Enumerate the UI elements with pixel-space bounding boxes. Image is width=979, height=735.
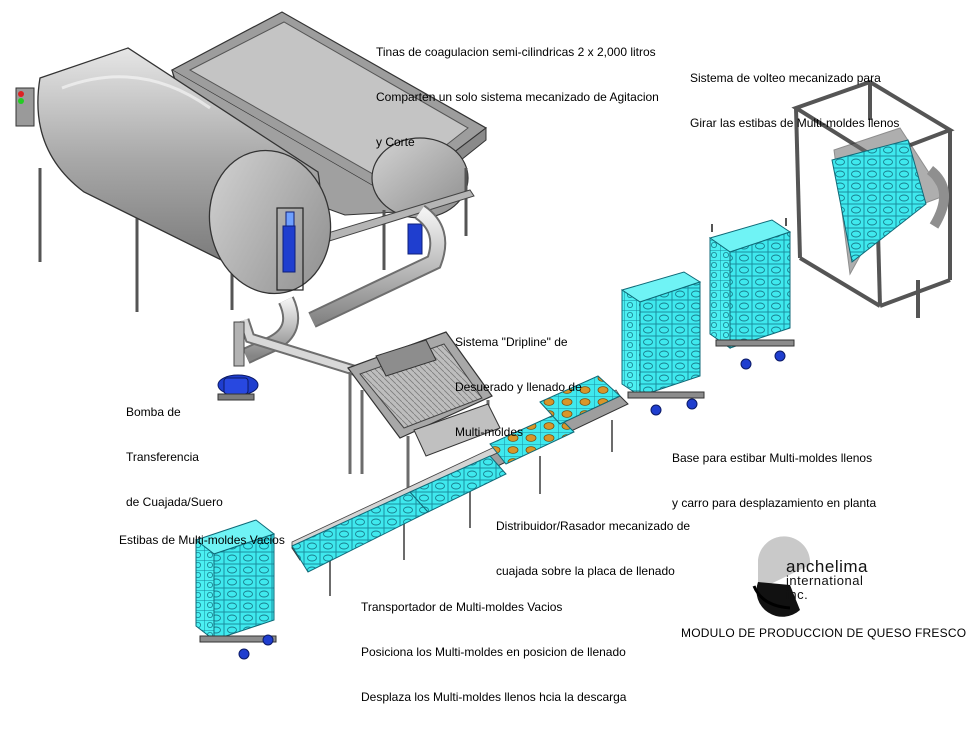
front-vat — [15, 47, 332, 295]
label-line: Desuerado y llenado de — [455, 380, 582, 394]
label-transfer-pump: Bomba de Transferencia de Cuajada/Suero — [126, 375, 223, 540]
label-stack-turner: Sistema de volteo mecanizado para Girar … — [690, 41, 899, 161]
back-vat — [170, 11, 488, 219]
logo-line: international — [786, 573, 864, 588]
label-line: Tinas de coagulacion semi-cilindricas 2 … — [376, 45, 656, 59]
label-line: Transferencia — [126, 450, 199, 464]
conveyor-empty-molds — [291, 455, 507, 573]
full-mold-stack-a — [620, 271, 705, 416]
label-distributor: Distribuidor/Rasador mecanizado de cuaja… — [496, 489, 690, 609]
label-conveyor: Transportador de Multi-moldes Vacios Pos… — [361, 570, 626, 735]
label-line: de Cuajada/Suero — [126, 495, 223, 509]
label-line: Estibas de Multi-moldes Vacios — [119, 533, 285, 547]
anchelima-logo-mark — [752, 536, 811, 617]
label-line: y Corte — [376, 135, 415, 149]
label-line: Base para estibar Multi-moldes llenos — [672, 451, 873, 465]
label-dripline: Sistema "Dripline" de Desuerado y llenad… — [455, 305, 582, 470]
stack-turner — [791, 79, 955, 318]
label-line: cuajada sobre la placa de llenado — [496, 564, 675, 578]
diagram-canvas: Tinas de coagulacion semi-cilindricas 2 … — [15, 11, 967, 704]
label-line: Sistema de volteo mecanizado para — [690, 71, 881, 85]
label-line: Comparten un solo sistema mecanizado de … — [376, 90, 659, 104]
label-line: Bomba de — [126, 405, 181, 419]
conveyor-filled-molds — [489, 375, 621, 465]
label-coagulation-vats: Tinas de coagulacion semi-cilindricas 2 … — [376, 15, 659, 180]
label-line: Posiciona los Multi-moldes en posicion d… — [361, 645, 626, 659]
label-line: Transportador de Multi-moldes Vacios — [361, 600, 563, 614]
dripline-system — [347, 331, 501, 492]
label-stack-base: Base para estibar Multi-moldes llenos y … — [672, 421, 876, 541]
label-line: Desplaza los Multi-moldes llenos hcia la… — [361, 690, 627, 704]
coagulation-vats — [15, 11, 488, 312]
company-logo-text: anchelima international inc. — [786, 557, 868, 602]
label-line: Multi-moldes — [455, 425, 524, 439]
transfer-piping — [233, 205, 447, 392]
label-line: Distribuidor/Rasador mecanizado de — [496, 519, 691, 533]
empty-mold-stack — [194, 519, 277, 660]
label-line: Sistema "Dripline" de — [455, 335, 568, 349]
agitator-drive — [276, 207, 423, 291]
full-mold-stack-b — [708, 218, 795, 370]
logo-line: anchelima — [786, 557, 868, 576]
module-title: MODULO DE PRODUCCION DE QUESO FRESCO — [681, 626, 967, 640]
equipment-illustration — [15, 11, 955, 660]
label-line: y carro para desplazamiento en planta — [672, 496, 877, 510]
label-empty-stacks: Estibas de Multi-moldes Vacios — [119, 503, 285, 578]
logo-line: inc. — [786, 587, 809, 602]
transfer-pump — [217, 374, 259, 401]
label-line: Girar las estibas de Multi-moldes llenos — [690, 116, 900, 130]
